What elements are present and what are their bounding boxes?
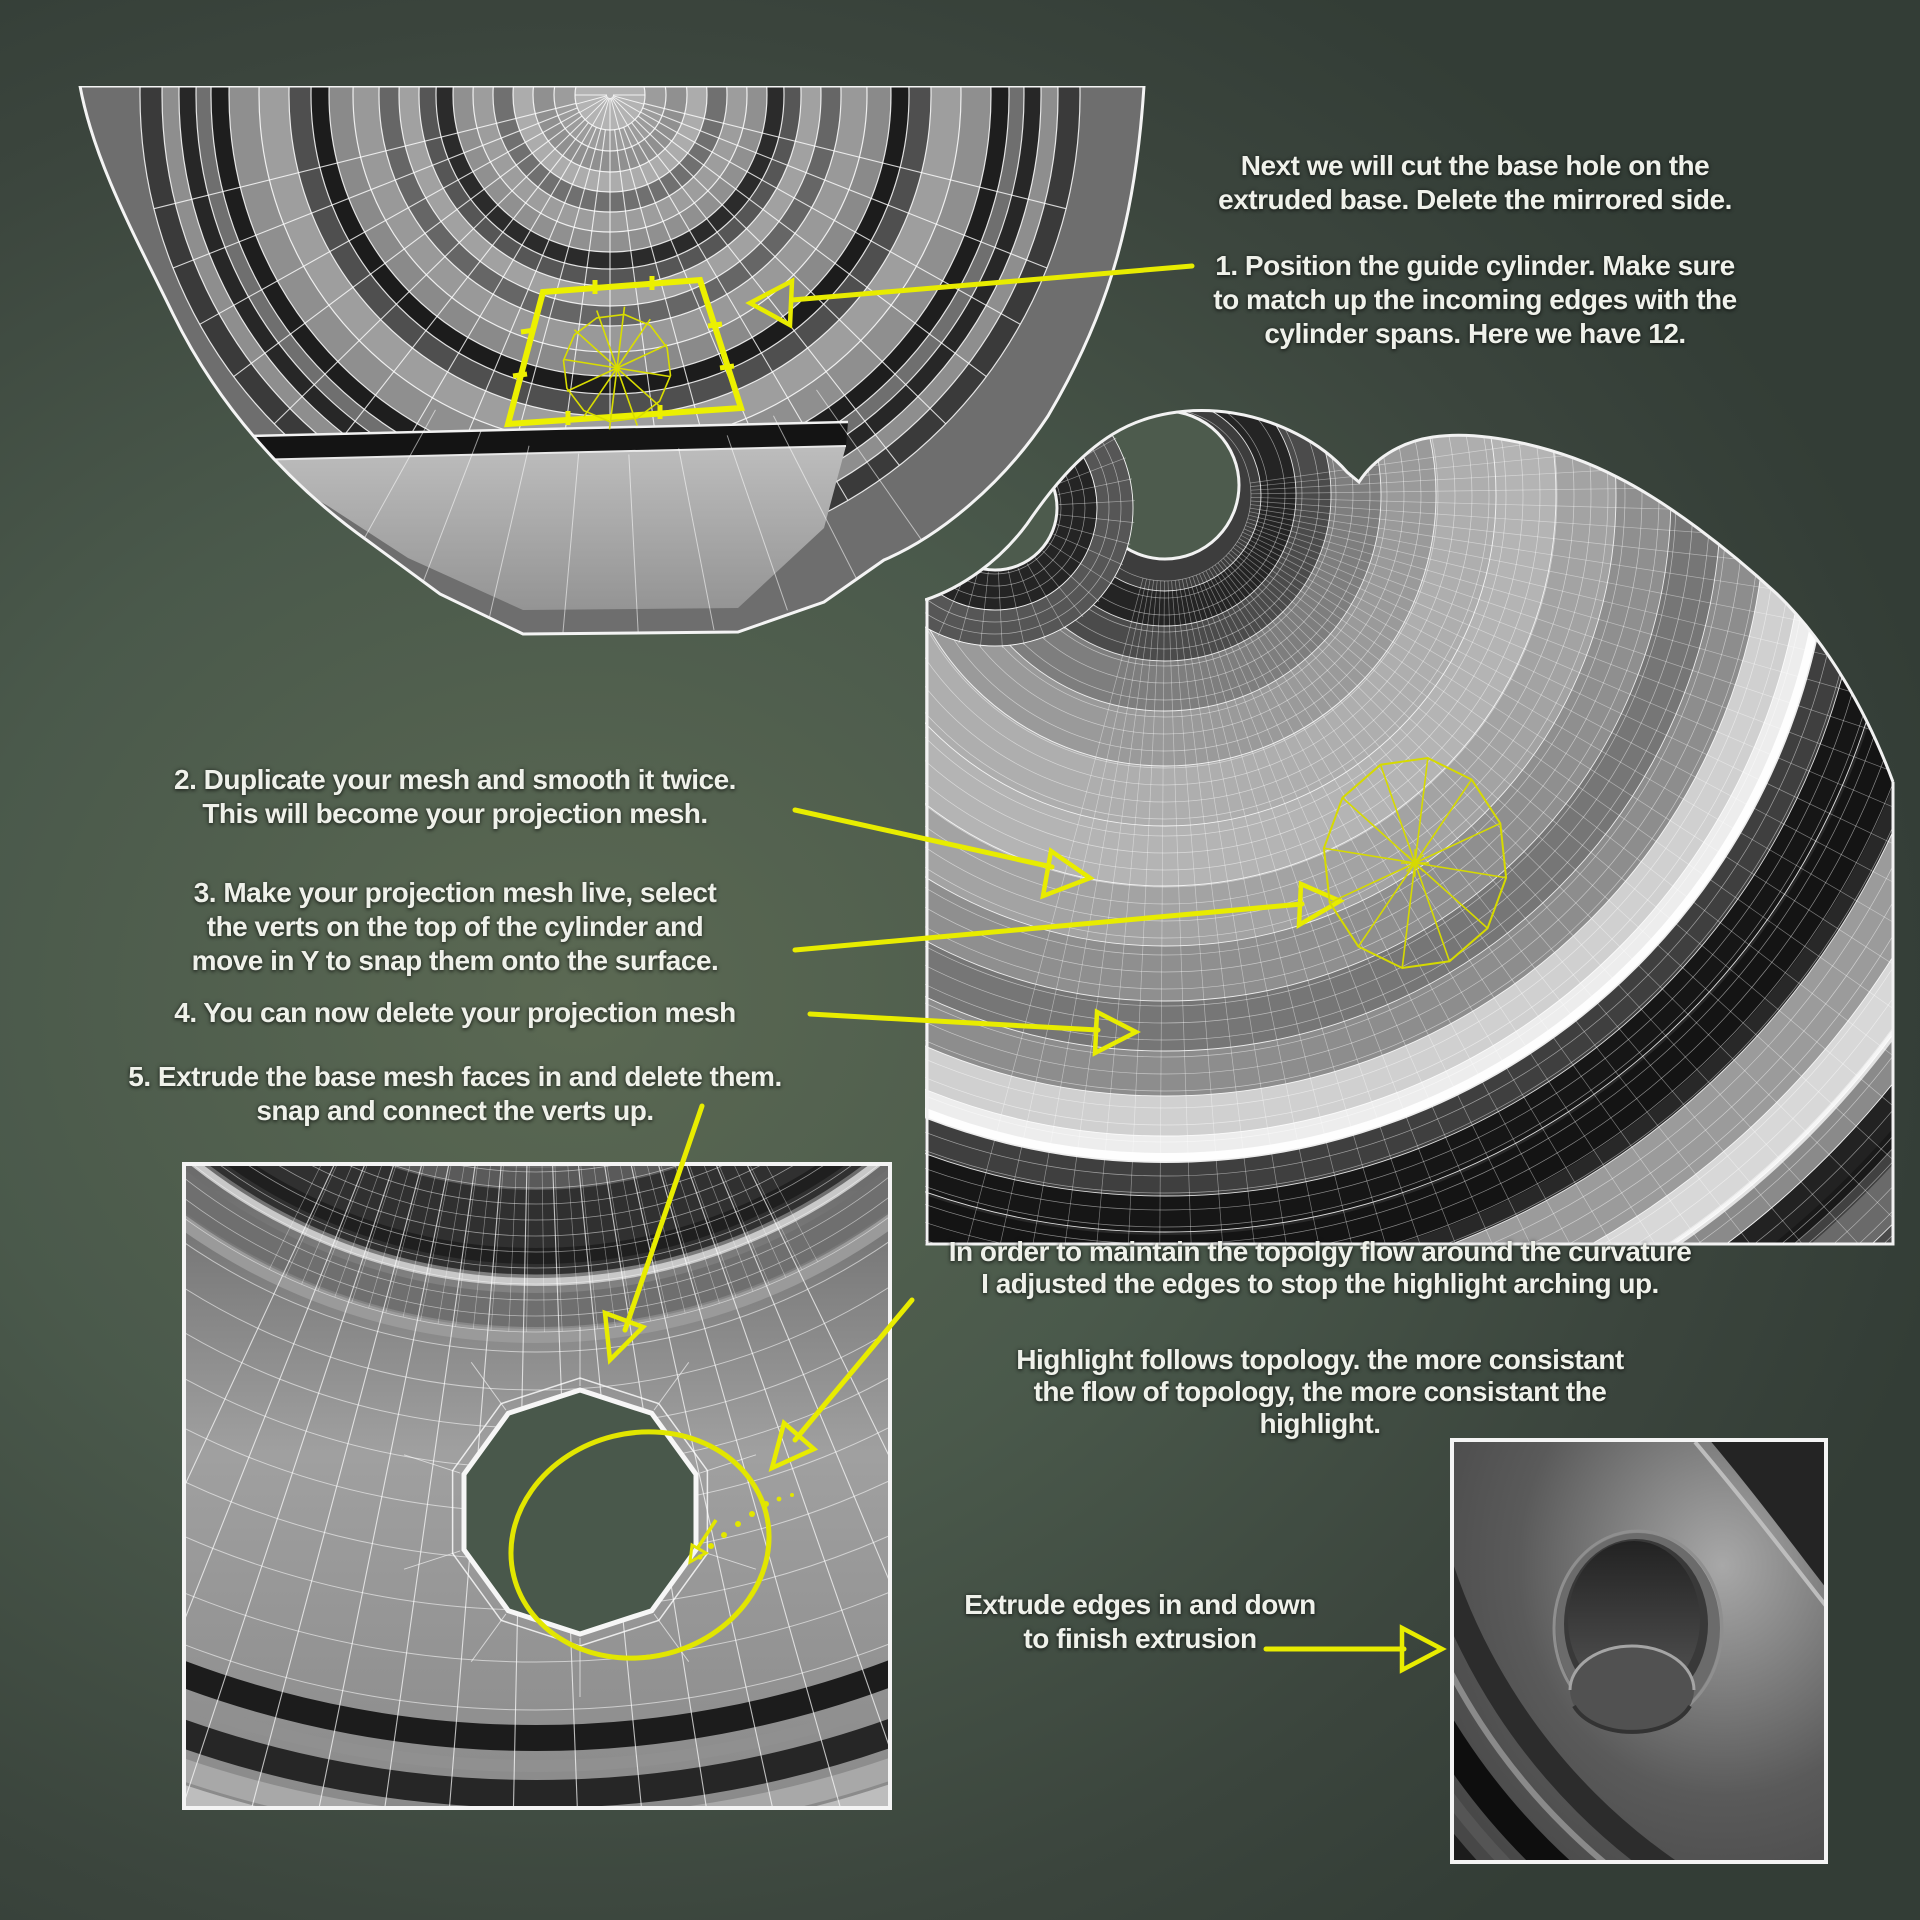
step-3-note: 3. Make your projection mesh live, selec… [191,877,719,976]
render-top-ring-shadow [1711,1442,1824,1586]
panel-shaded-extrusion-render [1450,1438,1828,1864]
panel-projection-mesh-wireframe [925,409,1895,1246]
panel4-border [1450,1438,1828,1864]
intro-line: Next we will cut the base hole on the [1240,150,1710,181]
step-5-note: 5. Extrude the base mesh faces in and de… [128,1061,782,1126]
panel-base-hole-wireframe [182,1162,892,1810]
topology-note: In order to maintain the topolgy flow ar… [948,1236,1692,1299]
intro-note: Next we will cut the base hole on the ex… [1070,149,1880,217]
step-4-note: 4. You can now delete your projection me… [174,997,736,1028]
extrude-note: Extrude edges in and down to finish extr… [964,1589,1316,1654]
panel2-silhouette [925,409,1895,783]
intro-line: extruded base. Delete the mirrored side. [1218,184,1732,215]
step-2-note: 2. Duplicate your mesh and smooth it twi… [174,764,736,829]
panel3-border [182,1162,892,1810]
highlight-note: Highlight follows topology. the more con… [1016,1344,1624,1439]
step-1-note: 1. Position the guide cylinder. Make sur… [1213,250,1737,349]
render-recessed-hole [1552,1529,1724,1734]
